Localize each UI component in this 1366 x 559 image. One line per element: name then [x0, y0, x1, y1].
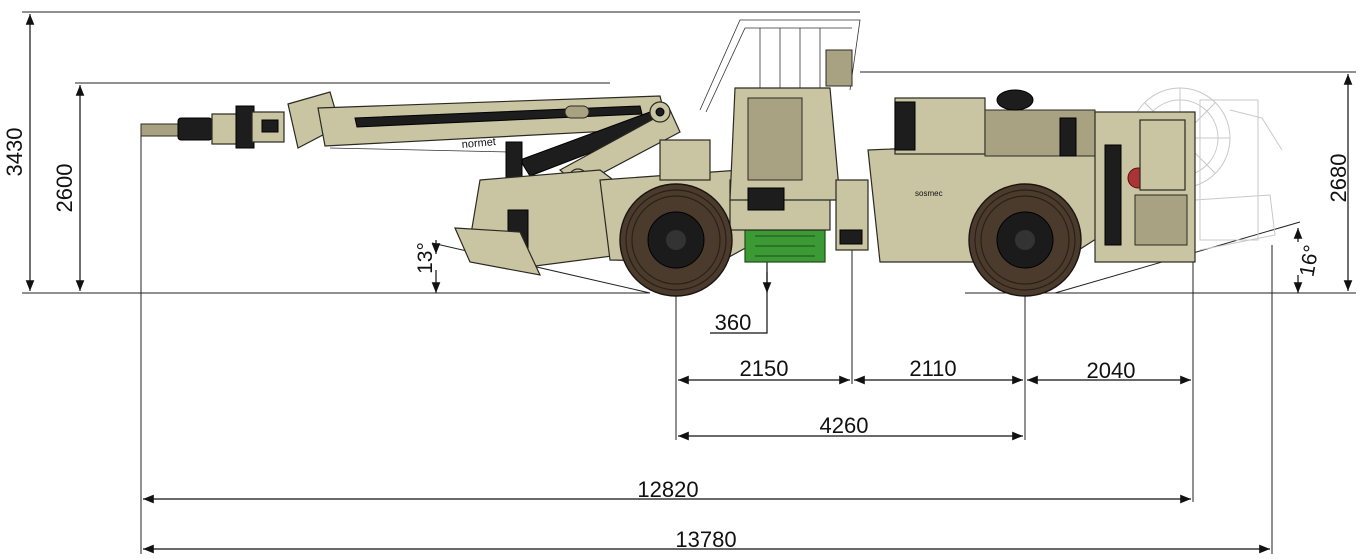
- engine-cover: [984, 109, 1096, 157]
- machine-illustration: normet: [140, 19, 1283, 297]
- front-stabilizer: [454, 227, 542, 276]
- seat-block: [747, 187, 785, 211]
- hammer-head: [177, 117, 213, 141]
- boom-slot: [564, 105, 590, 119]
- overall-height-label: 3430: [2, 128, 27, 177]
- front-box: [659, 139, 711, 181]
- front-wheel: [619, 183, 733, 297]
- tool-clamp: [235, 105, 255, 149]
- tool-holder: [211, 113, 239, 145]
- total-length-label: 13780: [675, 527, 736, 552]
- rotator-motor: [261, 119, 279, 133]
- vertical-dimensions: [25, 13, 1353, 334]
- wheelbase-label: 4260: [820, 413, 869, 438]
- wheelbase-half-label: 2110: [909, 356, 956, 381]
- boom: normet: [140, 91, 681, 276]
- dimension-labels: 3430 2600 2680 13° 16° 360 2150 2110 204…: [2, 128, 1351, 552]
- boom-logo: normet: [461, 136, 496, 151]
- cab-light: [825, 49, 853, 87]
- rear-angle-label: 16°: [1296, 243, 1324, 278]
- transport-length-label: 12820: [637, 477, 698, 502]
- rear-light: [1059, 117, 1077, 157]
- drill-bit: [140, 123, 182, 137]
- rear-tank: [1139, 119, 1186, 191]
- engine-block: [894, 101, 916, 151]
- boom-height-label: 2600: [52, 164, 77, 213]
- cab-window: [747, 97, 803, 181]
- articulation-joint: [835, 179, 869, 251]
- exhaust: [996, 89, 1034, 111]
- rear-cylinder: [1104, 144, 1122, 246]
- operator-cab: [699, 19, 861, 211]
- rear-chassis: sosmec: [867, 89, 1196, 263]
- rear-height-label: 2680: [1326, 154, 1351, 203]
- ground-clearance-label: 360: [715, 310, 752, 335]
- rear-wheel: [968, 183, 1082, 297]
- front-overhang-label: 2150: [740, 356, 789, 381]
- horizontal-dimensions: [143, 375, 1270, 554]
- rear-compartment: [1134, 194, 1188, 246]
- body-logo: sosmec: [915, 189, 943, 198]
- articulation-pin: [839, 229, 863, 245]
- front-angle-label: 13°: [414, 242, 437, 274]
- rear-overhang-label: 2040: [1087, 358, 1136, 383]
